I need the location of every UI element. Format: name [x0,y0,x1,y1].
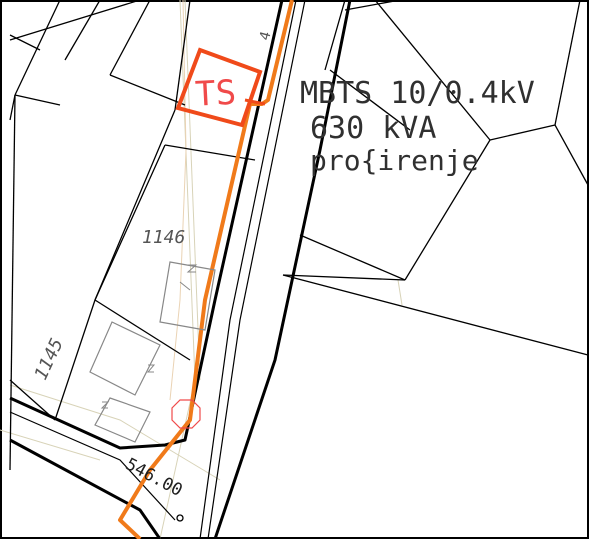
survey-point-icon [176,514,184,522]
label-top-digit: 4 [257,30,275,42]
cable-route [118,0,294,539]
octagon-pole-icon[interactable] [171,399,201,429]
annotation-line-3: pro{irenje [310,144,479,177]
annotation-line-1: MBTS 10/0.4kV [300,76,535,111]
building-1145-a [89,321,161,396]
road-inner-lines [9,0,306,539]
substation-box-icon[interactable] [175,47,266,128]
building-1146 [159,261,216,331]
road-edges [9,0,352,539]
annotation-line-2: 630 kVA [310,111,436,146]
building-1145-b [94,397,151,443]
z-marker-icon [100,264,198,409]
parcel-label-1146: 1146 [142,227,185,248]
parcel-boundaries [9,0,589,471]
buildings [89,261,216,443]
substation-tag: TS [194,73,237,115]
